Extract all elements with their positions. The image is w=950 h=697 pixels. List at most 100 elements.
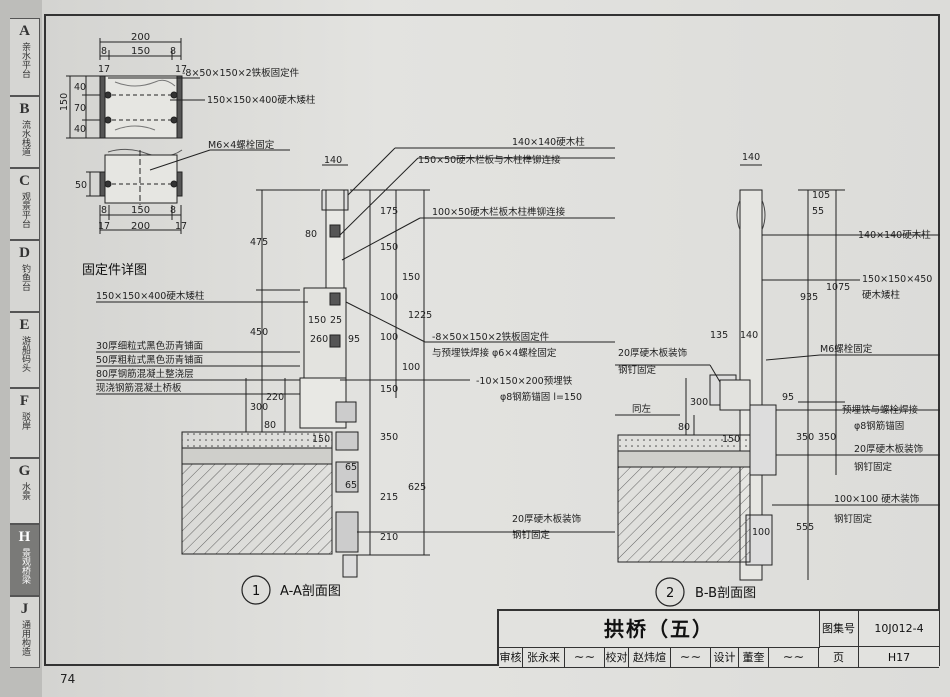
label-b-weld: 预埋铁与螺栓焊接 xyxy=(842,404,919,416)
title-block: 拱桥（五） 图集号 10J012-4 审核 张永来 ~~ 校对 赵炜煊 ~~ 设… xyxy=(497,609,939,668)
svg-text:200: 200 xyxy=(131,32,150,43)
label-b-nail: 钢钉固定 xyxy=(618,364,657,376)
label-a-short-post: 150×150×400硬木矮柱 xyxy=(96,290,205,302)
detail-title: 固定件详图 xyxy=(82,263,147,278)
svg-text:17: 17 xyxy=(175,64,187,75)
svg-text:65: 65 xyxy=(345,480,357,491)
svg-text:300: 300 xyxy=(250,402,268,413)
svg-text:8: 8 xyxy=(101,46,107,57)
svg-text:50: 50 xyxy=(75,180,87,191)
reviewer-signature: ~~ xyxy=(565,647,605,668)
svg-text:8: 8 xyxy=(170,205,176,216)
label-b-m6: M6螺栓固定 xyxy=(820,343,873,355)
svg-text:150: 150 xyxy=(131,205,150,216)
svg-text:40: 40 xyxy=(74,124,86,135)
reviewer-name: 张永来 xyxy=(523,647,565,668)
section-a-drawing xyxy=(96,147,615,578)
label-same-left: 同左 xyxy=(632,403,652,415)
svg-text:150: 150 xyxy=(131,46,150,57)
svg-text:350: 350 xyxy=(818,432,836,443)
svg-text:8: 8 xyxy=(170,46,176,57)
svg-text:260: 260 xyxy=(310,334,328,345)
svg-text:95: 95 xyxy=(348,334,360,345)
svg-text:25: 25 xyxy=(330,315,342,326)
svg-text:150: 150 xyxy=(402,272,420,283)
label-rc-layer: 80厚钢筋混凝土整浇层 xyxy=(96,368,194,380)
svg-text:70: 70 xyxy=(74,103,86,114)
label-b-deco-100: 100×100 硬木装饰 xyxy=(834,493,919,505)
label-b-nail-2: 钢钉固定 xyxy=(854,461,893,473)
svg-text:135: 135 xyxy=(710,330,728,341)
label-a-post: 140×140硬木柱 xyxy=(512,136,585,148)
label-a-weld: 与预埋铁焊接 φ6×4螺栓固定 xyxy=(432,347,557,359)
svg-text:1225: 1225 xyxy=(408,310,432,321)
page-label: 页 xyxy=(819,647,859,668)
section-a-title: A-A剖面图 xyxy=(280,584,341,599)
section-b-title: B-B剖面图 xyxy=(695,586,756,601)
svg-text:80: 80 xyxy=(678,422,690,433)
svg-text:625: 625 xyxy=(408,482,426,493)
svg-text:80: 80 xyxy=(305,229,317,240)
fixing-detail-text: 200 8 150 8 17 17 40 70 40 150 50 8 150 … xyxy=(59,32,316,278)
design-label: 设计 xyxy=(711,647,739,668)
svg-text:100: 100 xyxy=(380,332,398,343)
svg-text:200: 200 xyxy=(131,221,150,232)
svg-text:220: 220 xyxy=(266,392,284,403)
label-fine-asphalt: 30厚细粒式黑色沥青铺面 xyxy=(96,340,203,352)
svg-text:1075: 1075 xyxy=(826,282,850,293)
svg-text:555: 555 xyxy=(796,522,814,533)
svg-text:350: 350 xyxy=(796,432,814,443)
section-b-circle xyxy=(655,577,685,607)
svg-text:350: 350 xyxy=(380,432,398,443)
svg-text:40: 40 xyxy=(74,82,86,93)
svg-text:140: 140 xyxy=(324,155,342,166)
page-number: 74 xyxy=(60,672,76,686)
svg-text:140: 140 xyxy=(742,152,760,163)
label-m6-bolt: M6×4螺栓固定 xyxy=(208,139,275,151)
label-rc-slab: 现浇钢筋混凝土桥板 xyxy=(96,382,182,394)
label-coarse-asphalt: 50厚粗粒式黑色沥青铺面 xyxy=(96,354,203,366)
section-a-circle xyxy=(241,575,271,605)
svg-text:55: 55 xyxy=(812,206,824,217)
svg-text:17: 17 xyxy=(98,221,110,232)
atlas-label: 图集号 xyxy=(819,611,859,647)
label-a-nail: 钢钉固定 xyxy=(512,529,551,541)
fixing-detail xyxy=(66,38,290,234)
svg-text:8: 8 xyxy=(101,205,107,216)
svg-text:17: 17 xyxy=(175,221,187,232)
svg-text:80: 80 xyxy=(264,420,276,431)
svg-text:175: 175 xyxy=(380,206,398,217)
svg-text:150: 150 xyxy=(380,242,398,253)
drawing-title: 拱桥（五） xyxy=(499,611,820,648)
svg-text:65: 65 xyxy=(345,462,357,473)
label-a-anchor: φ8钢筋锚固 l=150 xyxy=(500,391,582,403)
label-b-deco-20: 20厚硬木板装饰 xyxy=(854,443,923,455)
section-b-text: 140 105 55 935 1075 135 140 95 300 80 15… xyxy=(618,152,932,607)
svg-text:17: 17 xyxy=(98,64,110,75)
svg-text:210: 210 xyxy=(380,532,398,543)
section-a-text: 140 80 175 150 150 100 100 1225 100 150 … xyxy=(96,136,585,605)
label-b-deco-board: 20厚硬木板装饰 xyxy=(618,347,687,359)
svg-text:450: 450 xyxy=(250,327,268,338)
atlas-number: 10J012-4 xyxy=(859,611,939,647)
checker-name: 赵炜煊 xyxy=(629,647,671,668)
label-short-post: 150×150×400硬木矮柱 xyxy=(207,94,316,106)
label-a-plate: -8×50×150×2铁板固定件 xyxy=(432,331,550,343)
svg-text:475: 475 xyxy=(250,237,268,248)
label-b-nail-3: 钢钉固定 xyxy=(834,513,873,525)
label-plate-fixer: -8×50×150×2铁板固定件 xyxy=(182,67,300,79)
svg-text:150: 150 xyxy=(59,93,70,111)
svg-text:100: 100 xyxy=(380,292,398,303)
